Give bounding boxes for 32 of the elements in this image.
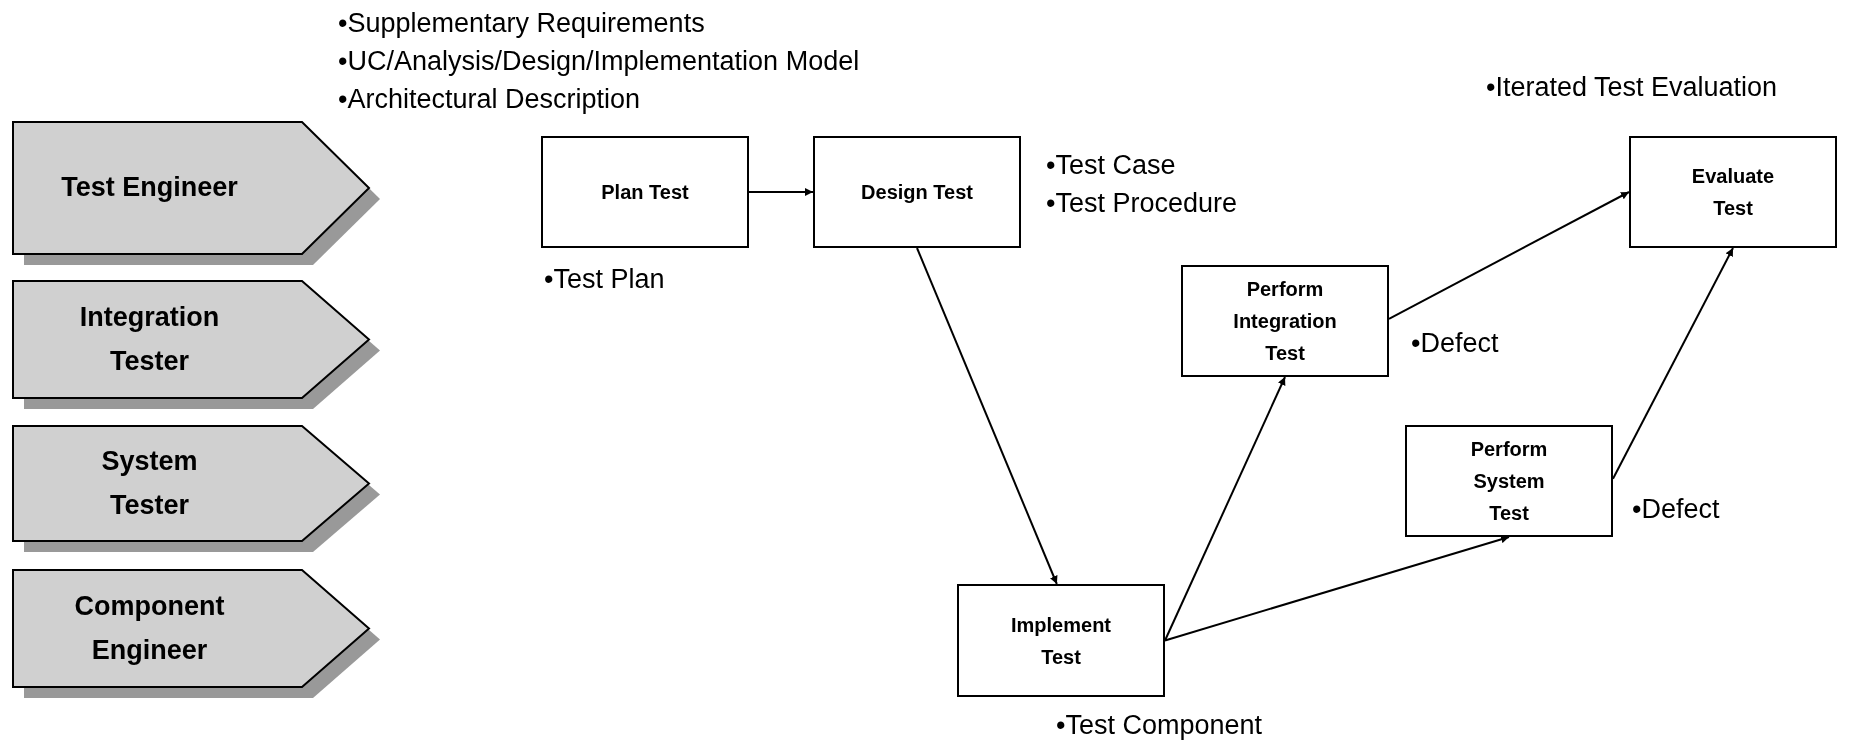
role-label: Integration Tester bbox=[78, 300, 221, 378]
artifact-text: •Architectural Description bbox=[338, 83, 642, 116]
artifact-text: •Defect bbox=[1632, 493, 1720, 526]
role-label: System Tester bbox=[100, 444, 199, 522]
artifact-text: •UC/Analysis/Design/Implementation Model bbox=[338, 45, 860, 78]
activity-label: Plan Test bbox=[601, 180, 689, 205]
activity-label: Evaluate Test bbox=[1690, 164, 1776, 221]
activity-label: Implement Test bbox=[1010, 612, 1112, 670]
artifact-text: •Test Plan bbox=[544, 263, 665, 296]
artifact-text: •Defect bbox=[1411, 327, 1499, 360]
role-label: Component Engineer bbox=[73, 589, 226, 667]
activity-box bbox=[1405, 425, 1613, 537]
activity-box bbox=[1629, 136, 1837, 248]
activity-box bbox=[1181, 265, 1389, 377]
activity-box bbox=[957, 584, 1165, 697]
arrow bbox=[1612, 247, 1734, 480]
activity-box bbox=[813, 136, 1021, 248]
artifact-text: •Iterated Test Evaluation bbox=[1486, 71, 1778, 104]
activity-box bbox=[541, 136, 749, 248]
arrow bbox=[916, 247, 1058, 585]
arrow bbox=[1164, 376, 1286, 642]
artifact-text: •Supplementary Requirements bbox=[338, 7, 706, 40]
artifact-text: •Test Procedure bbox=[1046, 187, 1238, 220]
artifact-text: •Test Component bbox=[1056, 709, 1263, 742]
arrow bbox=[1164, 535, 1510, 642]
arrow bbox=[1388, 191, 1630, 320]
arrow bbox=[748, 188, 814, 196]
role-label: Test Engineer bbox=[61, 171, 238, 204]
artifact-text: •Test Case bbox=[1046, 149, 1177, 182]
activity-label: Design Test bbox=[861, 180, 973, 205]
activity-label: Perform Integration Test bbox=[1232, 277, 1338, 366]
activity-label: Perform System Test bbox=[1469, 437, 1549, 526]
